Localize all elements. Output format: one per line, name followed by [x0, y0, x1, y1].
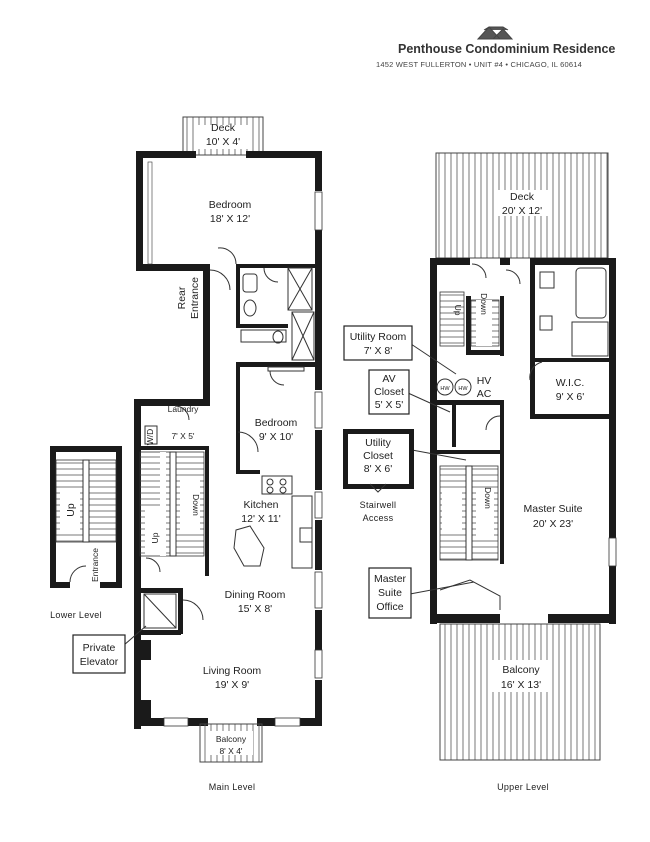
- main-deck-size: 10' X 4': [206, 136, 240, 148]
- laundry-name: Laundry: [168, 404, 199, 414]
- hv-label: HV: [477, 375, 492, 387]
- main-bedroom2-size: 9' X 10': [259, 431, 293, 443]
- main-bedroom2-name: Bedroom: [255, 417, 298, 429]
- upper-balcony-size: 16' X 13': [501, 679, 541, 691]
- office-label-3: Office: [376, 601, 403, 613]
- dining-room-name: Dining Room: [225, 589, 286, 601]
- office-label-1: Master: [374, 573, 407, 585]
- main-level-plan: Deck 10' X 4': [72, 116, 323, 792]
- master-suite-size: 20' X 23': [533, 518, 573, 530]
- utility-room-size: 7' X 8': [364, 345, 393, 357]
- rear-entrance-label-1: Rear: [176, 286, 188, 309]
- living-room-name: Living Room: [203, 665, 262, 677]
- lower-level-caption: Lower Level: [50, 610, 102, 620]
- stairwell-access-label-2: Access: [363, 513, 394, 523]
- main-level-caption: Main Level: [209, 782, 256, 792]
- main-bedroom1-name: Bedroom: [209, 199, 252, 211]
- upper-deck-size: 20' X 12': [502, 205, 542, 217]
- main-bedroom1-size: 18' X 12': [210, 213, 250, 225]
- av-closet-size: 5' X 5': [375, 399, 404, 411]
- upper-deck-name: Deck: [510, 191, 535, 203]
- washer-dryer-label: W/D: [145, 429, 155, 446]
- utility-closet-size: 8' X 6': [364, 463, 393, 475]
- utility-closet-label-1: Utility: [365, 437, 391, 449]
- main-balcony-name: Balcony: [216, 734, 247, 744]
- utility-closet-label-2: Closet: [363, 450, 393, 462]
- lower-level-plan: Up Entrance Lower Level: [50, 446, 122, 620]
- header: Penthouse Condominium Residence 1452 WES…: [376, 26, 615, 69]
- upper-stair-down-label: Down: [479, 293, 489, 315]
- av-closet-label-1: AV: [382, 373, 395, 385]
- plan-title: Penthouse Condominium Residence: [398, 42, 615, 56]
- upper-stair-up-label: Up: [453, 305, 463, 316]
- master-suite-name: Master Suite: [524, 503, 583, 515]
- main-stair-up-label: Up: [150, 532, 160, 543]
- ac-label: AC: [477, 388, 492, 400]
- laundry-size: 7' X 5': [171, 431, 194, 441]
- dining-room-size: 15' X 8': [238, 603, 272, 615]
- elevator-label-1: Private: [83, 642, 116, 654]
- upper-level-plan: Deck 20' X 12' Balcony 16' X 13': [343, 152, 617, 792]
- upper-level-caption: Upper Level: [497, 782, 549, 792]
- kitchen-size: 12' X 11': [241, 513, 280, 525]
- utility-room-name: Utility Room: [350, 331, 407, 343]
- office-label-2: Suite: [378, 587, 402, 599]
- lower-stair-up-label: Up: [65, 503, 77, 517]
- stairwell-access-label-1: Stairwell: [360, 500, 397, 510]
- rear-entrance-label-2: Entrance: [189, 277, 201, 319]
- hw-label-1: HW: [440, 386, 450, 392]
- elevator-label-2: Elevator: [80, 656, 119, 668]
- kitchen-name: Kitchen: [243, 499, 278, 511]
- living-room-size: 19' X 9': [215, 679, 249, 691]
- upper-stair-down2-label: Down: [483, 487, 493, 509]
- wic-name: W.I.C.: [556, 377, 585, 389]
- house-logo-icon: [476, 26, 514, 40]
- av-closet-label-2: Closet: [374, 386, 404, 398]
- lower-entrance-label: Entrance: [90, 548, 100, 582]
- upper-balcony-name: Balcony: [502, 664, 540, 676]
- plan-address: 1452 WEST FULLERTON • UNIT #4 • CHICAGO,…: [376, 60, 582, 69]
- main-deck-name: Deck: [211, 122, 236, 134]
- hw-label-2: HW: [458, 386, 468, 392]
- wic-size: 9' X 6': [556, 391, 585, 403]
- main-stair-down-label: Down: [191, 494, 201, 516]
- main-balcony-size: 8' X 4': [219, 746, 242, 756]
